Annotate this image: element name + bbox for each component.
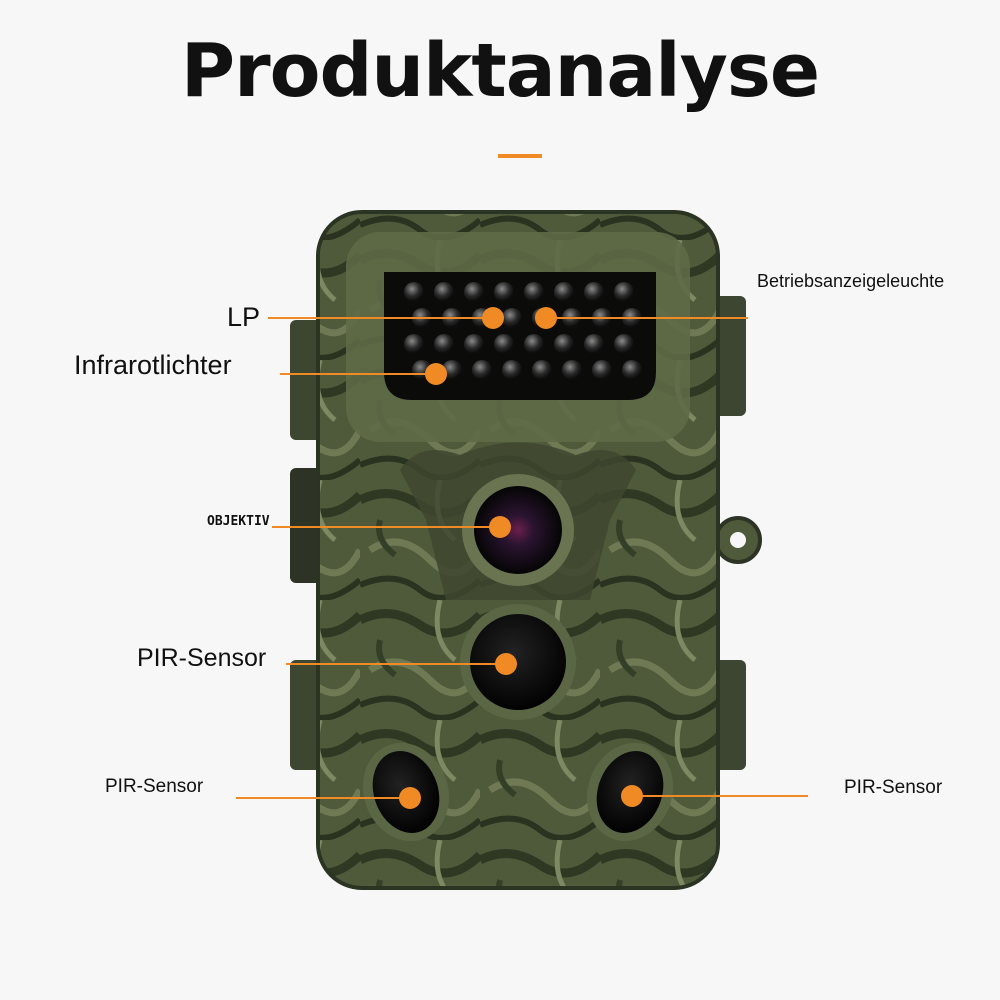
ir-led [502, 308, 522, 328]
ir-led [502, 360, 522, 380]
ir-led [404, 334, 424, 354]
marker-dot-infrared [425, 363, 447, 385]
callout-label-infrared: Infrarotlichter [74, 350, 232, 380]
ir-led [494, 334, 514, 354]
ir-led [494, 282, 514, 302]
marker-dot-lens [489, 516, 511, 538]
ir-led [472, 360, 492, 380]
ir-led [554, 282, 574, 302]
callout-label-pir-right: PIR-Sensor [844, 777, 943, 798]
ir-led [614, 334, 634, 354]
right-strap-upper [712, 296, 746, 416]
ir-led [614, 282, 634, 302]
ir-led [554, 334, 574, 354]
callout-label-lp: LP [227, 302, 261, 332]
ir-led [584, 282, 604, 302]
marker-dot-pir-left [399, 787, 421, 809]
ir-led [434, 334, 454, 354]
ir-led [464, 282, 484, 302]
lock-hole [730, 532, 746, 548]
camera-lens [474, 486, 562, 574]
page-title: Produktanalyse [180, 28, 820, 114]
ir-led [442, 360, 462, 380]
callout-label-status-led: Betriebsanzeigeleuchte [757, 271, 945, 291]
marker-dot-lp [482, 307, 504, 329]
callout-label-pir-left: PIR-Sensor [105, 776, 204, 797]
ir-led [524, 282, 544, 302]
ir-led [584, 334, 604, 354]
marker-dot-status [535, 307, 557, 329]
ir-led [404, 282, 424, 302]
callout-label-lens: OBJEKTIV [207, 514, 270, 529]
callout-label-pir-main: PIR-Sensor [137, 644, 267, 672]
marker-dot-pir-right [621, 785, 643, 807]
ir-led [562, 360, 582, 380]
ir-led [592, 360, 612, 380]
ir-led [622, 360, 642, 380]
ir-led [464, 334, 484, 354]
title-accent-divider [498, 154, 542, 158]
pir-main-sensor [470, 614, 566, 710]
ir-led [524, 334, 544, 354]
ir-led [434, 282, 454, 302]
ir-led [532, 360, 552, 380]
right-strap-lower [712, 660, 746, 770]
marker-dot-pir-main [495, 653, 517, 675]
